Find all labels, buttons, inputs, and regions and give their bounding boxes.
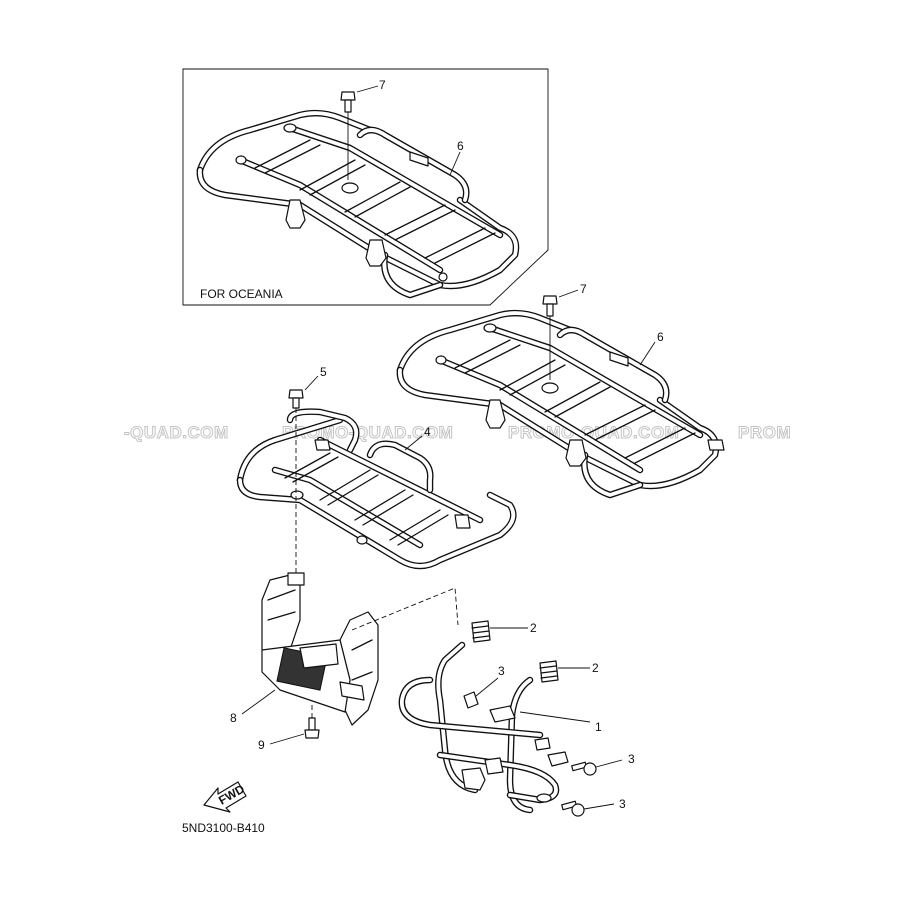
callout-3c: 3 (619, 797, 626, 811)
grommet-2b (539, 660, 559, 683)
bolt-3a (463, 691, 479, 709)
callout-5: 5 (320, 365, 327, 379)
grommet-2a (471, 620, 491, 643)
bolt-3b (571, 761, 597, 776)
callout-9: 9 (258, 738, 265, 752)
callout-6-inset: 6 (457, 139, 464, 153)
callout-6: 6 (657, 330, 664, 344)
bolt-7 (542, 295, 558, 380)
drawing-code: 5ND3100-B410 (182, 821, 265, 835)
bracket-8 (261, 572, 459, 726)
bolt-9 (304, 705, 320, 739)
fwd-arrow-icon: FWD (203, 781, 247, 813)
rear-carrier (396, 295, 725, 499)
callout-3a: 3 (498, 664, 505, 678)
oceania-inset: FOR OCEANIA (182, 68, 549, 306)
watermark-4: PROM (738, 423, 791, 442)
front-carrier (236, 408, 517, 570)
callout-7: 7 (580, 282, 587, 296)
callout-2b: 2 (592, 661, 599, 675)
callout-7-inset: 7 (379, 78, 386, 92)
inset-caption: FOR OCEANIA (200, 287, 283, 301)
callout-4: 4 (424, 425, 431, 439)
inset-border (182, 68, 549, 306)
callout-1: 1 (595, 720, 602, 734)
rear-carrier-inset (196, 91, 520, 299)
front-guard-1 (398, 641, 569, 814)
watermark-1: -QUAD.COM (124, 423, 229, 442)
bolt-5 (288, 389, 304, 409)
bolt-3c (561, 800, 585, 817)
callout-8: 8 (230, 711, 237, 725)
callout-3b: 3 (628, 752, 635, 766)
bolt-7-inset (340, 91, 356, 180)
callout-2a: 2 (530, 621, 537, 635)
